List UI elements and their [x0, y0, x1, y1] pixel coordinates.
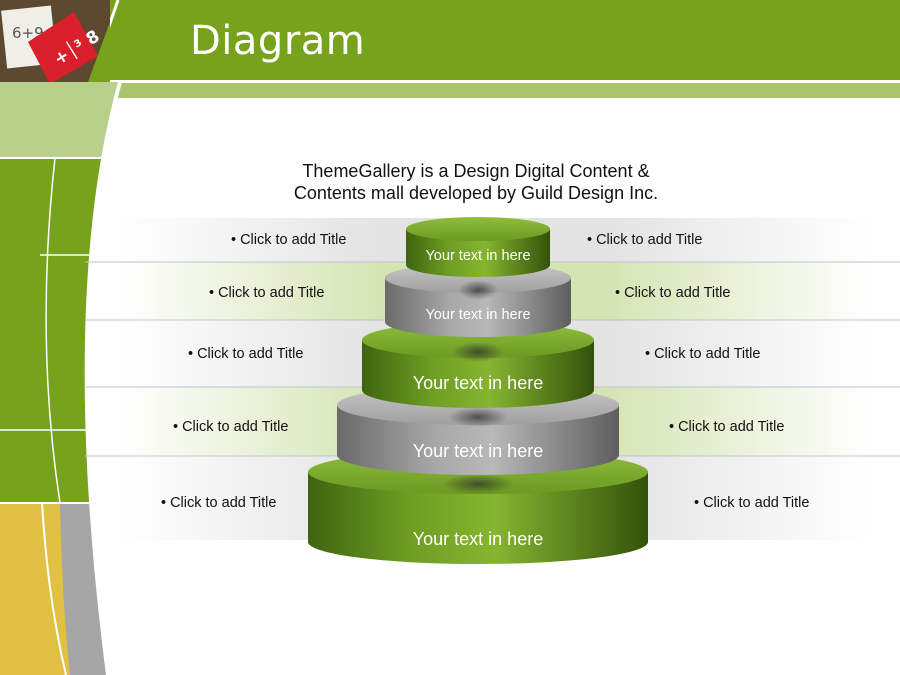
bullet-marker: •: [669, 419, 675, 435]
bullet-marker: •: [231, 232, 237, 248]
tier-4-text[interactable]: Your text in here: [412, 441, 544, 461]
left-bullet-4-text: Click to add Title: [182, 419, 289, 435]
tier-2-cylinder-side: [385, 278, 571, 337]
right-bullet-3[interactable]: •Click to add Title: [645, 346, 760, 362]
left-bullet-5-text: Click to add Title: [170, 495, 277, 511]
left-bullet-3[interactable]: •Click to add Title: [188, 346, 303, 362]
tier-shadow: [458, 280, 498, 300]
left-bullet-3-text: Click to add Title: [197, 346, 304, 362]
slide-subtitle[interactable]: ThemeGallery is a Design Digital Content…: [220, 160, 732, 204]
right-bullet-5[interactable]: •Click to add Title: [694, 495, 809, 511]
bullet-marker: •: [173, 419, 179, 435]
tier-5-text[interactable]: Your text in here: [412, 529, 544, 549]
tier-4-cylinder-side: [337, 405, 619, 475]
slide-title[interactable]: Diagram: [190, 18, 366, 64]
math-flashcards-photo: 6+9 +│³ 8: [0, 0, 110, 82]
right-bullet-2[interactable]: •Click to add Title: [615, 285, 730, 301]
tier-3-cylinder-side: [362, 340, 594, 408]
left-bullet-1-text: Click to add Title: [240, 232, 347, 248]
left-bullet-1[interactable]: •Click to add Title: [231, 232, 346, 248]
subtitle-line-1: ThemeGallery is a Design Digital Content…: [302, 161, 650, 181]
tier-shadow: [448, 407, 508, 427]
tier-1-cylinder-top: [406, 217, 550, 241]
left-bullet-2-text: Click to add Title: [218, 285, 325, 301]
tier-1-text[interactable]: Your text in here: [425, 248, 531, 264]
right-bullet-4[interactable]: •Click to add Title: [669, 419, 784, 435]
left-bullet-2[interactable]: •Click to add Title: [209, 285, 324, 301]
bullet-marker: •: [615, 285, 621, 301]
left-bullet-4[interactable]: •Click to add Title: [173, 419, 288, 435]
tier-shadow: [452, 342, 504, 362]
right-bullet-1-text: Click to add Title: [596, 232, 703, 248]
tier-3-text[interactable]: Your text in here: [412, 373, 544, 393]
tier-1-cylinder-side: [406, 229, 550, 277]
subtitle-line-2: Contents mall developed by Guild Design …: [293, 183, 659, 203]
tier-2-text[interactable]: Your text in here: [425, 307, 531, 323]
right-bullet-3-text: Click to add Title: [654, 346, 761, 362]
tier-1-cylinder: [406, 217, 550, 277]
right-bullet-1[interactable]: •Click to add Title: [587, 232, 702, 248]
left-bullet-5[interactable]: •Click to add Title: [161, 495, 276, 511]
right-bullet-5-text: Click to add Title: [703, 495, 810, 511]
bullet-marker: •: [161, 495, 167, 511]
tier-5-cylinder-side: [308, 472, 648, 564]
tier-shadow: [442, 474, 514, 494]
right-bullet-2-text: Click to add Title: [624, 285, 731, 301]
bullet-marker: •: [694, 495, 700, 511]
bullet-marker: •: [645, 346, 651, 362]
bullet-marker: •: [587, 232, 593, 248]
right-bullet-4-text: Click to add Title: [678, 419, 785, 435]
bullet-marker: •: [209, 285, 215, 301]
bullet-marker: •: [188, 346, 194, 362]
